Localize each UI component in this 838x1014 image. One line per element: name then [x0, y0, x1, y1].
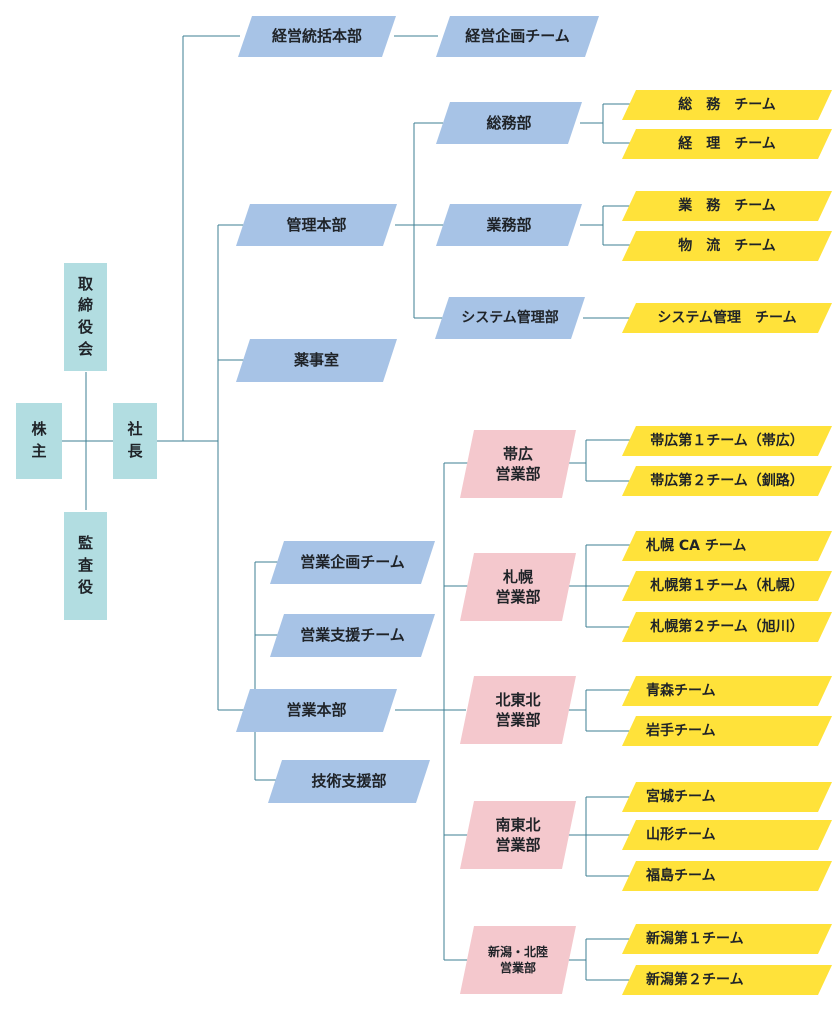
team-label: 福島チーム [646, 867, 716, 884]
operations-label: 業務部 [486, 215, 532, 234]
tech-support-label: 技術支援部 [311, 772, 387, 791]
sales-office-label: 新潟・北陸 営業部 [487, 944, 548, 975]
admin-hq-label: 管理本部 [286, 215, 347, 234]
system-mgmt-label: システム管理部 [461, 309, 559, 326]
pharmacy-office-label: 薬事室 [293, 351, 339, 370]
team-aomori: 青森チーム [622, 676, 832, 706]
sales-office-label: 札幌 営業部 [495, 567, 541, 606]
team-sapporo-2: 札幌第２チーム（旭川） [622, 612, 832, 642]
pharmacy-office-box: 薬事室 [236, 339, 397, 382]
shareholders-label: 株 主 [31, 420, 47, 460]
auditor-box: 監 査 役 [64, 512, 107, 620]
sales-office-niigata-hokuriku: 新潟・北陸 営業部 [460, 926, 576, 994]
sales-hq-box: 営業本部 [236, 689, 397, 732]
board-label: 取 締 役 会 [78, 274, 94, 358]
logistics-team-label: 物 流 チーム [678, 237, 776, 254]
accounting-team-box: 経 理 チーム [622, 129, 832, 159]
tech-support-box: 技術支援部 [268, 760, 430, 803]
sales-office-north-tohoku: 北東北 営業部 [460, 676, 576, 744]
sales-office-sapporo: 札幌 営業部 [460, 553, 576, 621]
team-yamagata: 山形チーム [622, 820, 832, 850]
team-obihiro-2: 帯広第２チーム（釧路） [622, 466, 832, 496]
team-label: 札幌第２チーム（旭川） [650, 618, 804, 635]
management-planning-team-label: 経営企画チーム [465, 27, 570, 46]
sales-support-team-label: 営業支援チーム [300, 626, 405, 645]
team-label: 札幌第１チーム（札幌） [650, 577, 804, 594]
system-mgmt-box: システム管理部 [435, 297, 585, 339]
team-label: 札幌 CA チーム [646, 537, 747, 554]
team-miyagi: 宮城チーム [622, 782, 832, 812]
operations-team-box: 業 務 チーム [622, 191, 832, 221]
team-label: 山形チーム [646, 826, 716, 843]
team-label: 青森チーム [646, 682, 716, 699]
team-label: 新潟第１チーム [646, 930, 744, 947]
sales-office-label: 南東北 営業部 [495, 815, 541, 854]
team-niigata-2: 新潟第２チーム [622, 965, 832, 995]
sales-office-label: 北東北 営業部 [495, 690, 541, 729]
team-sapporo-1: 札幌第１チーム（札幌） [622, 571, 832, 601]
sales-hq-label: 営業本部 [286, 701, 347, 720]
team-iwate: 岩手チーム [622, 716, 832, 746]
president-box: 社 長 [113, 403, 157, 479]
team-label: 宮城チーム [646, 788, 716, 805]
team-label: 岩手チーム [646, 722, 716, 739]
logistics-team-box: 物 流 チーム [622, 231, 832, 261]
board-box: 取 締 役 会 [64, 263, 107, 371]
accounting-team-label: 経 理 チーム [678, 135, 776, 152]
sales-office-obihiro: 帯広 営業部 [460, 430, 576, 498]
team-niigata-1: 新潟第１チーム [622, 924, 832, 954]
general-affairs-label: 総務部 [486, 113, 532, 132]
team-obihiro-1: 帯広第１チーム（帯広） [622, 426, 832, 456]
management-hq-label: 経営統括本部 [271, 27, 362, 46]
team-sapporo-ca: 札幌 CA チーム [622, 531, 832, 561]
sales-office-label: 帯広 営業部 [495, 444, 541, 483]
sales-support-team-box: 営業支援チーム [270, 614, 435, 657]
general-affairs-box: 総務部 [436, 102, 582, 144]
operations-box: 業務部 [436, 204, 582, 246]
system-mgmt-team-box: システム管理 チーム [622, 303, 832, 333]
general-affairs-team-box: 総 務 チーム [622, 90, 832, 120]
admin-hq-box: 管理本部 [236, 204, 397, 246]
sales-planning-team-box: 営業企画チーム [270, 541, 435, 584]
shareholders-box: 株 主 [16, 403, 62, 479]
team-label: 帯広第１チーム（帯広） [650, 432, 804, 449]
auditor-label: 監 査 役 [78, 534, 94, 596]
system-mgmt-team-label: システム管理 チーム [657, 309, 797, 326]
sales-office-south-tohoku: 南東北 営業部 [460, 801, 576, 869]
management-planning-team-box: 経営企画チーム [436, 16, 599, 57]
president-label: 社 長 [127, 420, 143, 460]
operations-team-label: 業 務 チーム [678, 197, 776, 214]
team-label: 帯広第２チーム（釧路） [650, 472, 804, 489]
general-affairs-team-label: 総 務 チーム [678, 96, 776, 113]
team-fukushima: 福島チーム [622, 861, 832, 891]
management-hq-box: 経営統括本部 [238, 16, 396, 57]
sales-planning-team-label: 営業企画チーム [300, 553, 405, 572]
team-label: 新潟第２チーム [646, 971, 744, 988]
